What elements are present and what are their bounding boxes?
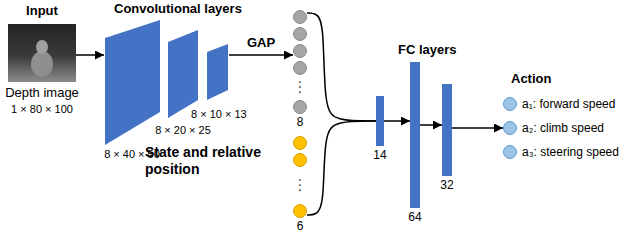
node-label: 8 <box>297 116 304 130</box>
neuron-circle <box>294 205 307 218</box>
conv-layer: 8 × 10 × 13 <box>207 44 228 100</box>
node-label: 8 × 10 × 13 <box>191 108 247 121</box>
depth-figure-head <box>36 40 48 54</box>
conv-layer-shape <box>105 20 160 145</box>
neuron-circle <box>294 101 307 114</box>
ellipsis-mark: ⋮ <box>293 176 308 194</box>
node-label: a₃: steering speed <box>522 144 619 160</box>
fc-layer: 14 <box>376 96 384 146</box>
neuron-circle <box>294 154 307 167</box>
depth-image-picture <box>8 24 76 82</box>
node-heading: FC layers <box>398 43 457 58</box>
conv-layer: 8 × 40 × 50 <box>105 20 160 145</box>
node-label: Depth image <box>5 86 79 101</box>
conv-layer-plane <box>207 44 228 100</box>
neuron-circle <box>294 62 307 75</box>
node-label: 8 × 20 × 25 <box>155 124 211 137</box>
ellipsis-mark: ⋮ <box>293 78 308 96</box>
node-label: a₁: forward speed <box>522 96 615 112</box>
node-label: 64 <box>408 211 421 225</box>
flow-arrow <box>420 124 442 126</box>
neuron-circle <box>294 137 307 150</box>
flow-arrow <box>452 127 503 129</box>
conv-layer-shape <box>168 30 198 118</box>
gap-feature-column: 8 <box>293 10 307 114</box>
connector-group <box>76 13 503 215</box>
fc-layer: 32 <box>442 84 452 176</box>
fc-group: 146432FC layers <box>376 62 452 212</box>
conv-layer: 8 × 20 × 25 <box>168 30 198 118</box>
action-output: a₂: climb speed <box>503 120 607 136</box>
conv-layer-shape <box>207 44 228 100</box>
action-group: a₁: forward speed a₂: climb speed a₃: stee… <box>503 96 621 160</box>
node-heading: Input <box>26 4 58 19</box>
action-output: a₃: steering speed <box>503 144 621 160</box>
depth-image: InputDepth image1 × 80 × 100 <box>8 24 76 82</box>
neuron-column <box>293 10 307 114</box>
action-neuron-circle <box>504 122 517 135</box>
action-neuron <box>503 96 517 112</box>
action-neuron <box>503 144 517 160</box>
merge-brace <box>307 121 376 215</box>
neuron-circle <box>294 11 307 24</box>
node-label: 32 <box>440 179 453 193</box>
edge-label: GAP <box>245 36 277 51</box>
action-neuron-circle <box>504 146 517 159</box>
node-label: 6 <box>297 220 304 234</box>
merge-brace <box>307 13 376 121</box>
action-output: a₁: forward speed <box>503 96 618 112</box>
depth-background <box>8 24 76 82</box>
conv-layer-plane <box>105 20 160 145</box>
flow-arrow <box>229 54 293 56</box>
flow-arrow <box>76 54 104 56</box>
node-heading: Convolutional layers <box>114 2 242 17</box>
neuron-circle <box>294 28 307 41</box>
node-label: a₂: climb speed <box>522 120 604 136</box>
action-neuron <box>503 120 517 136</box>
conv-layer-plane <box>168 30 198 118</box>
neuron-circle <box>294 45 307 58</box>
fc-layer: 64 <box>410 62 420 208</box>
node-heading: State and relative position <box>145 144 279 178</box>
flow-arrow <box>384 120 410 122</box>
action-neuron-circle <box>504 98 517 111</box>
node-label: 1 × 80 × 100 <box>11 103 73 116</box>
node-label: 14 <box>373 149 386 163</box>
node-heading: Action <box>511 72 551 87</box>
conv-group: 8 × 40 × 508 × 20 × 258 × 10 × 13Convolu… <box>104 20 229 145</box>
depth-figure-body <box>31 51 53 77</box>
